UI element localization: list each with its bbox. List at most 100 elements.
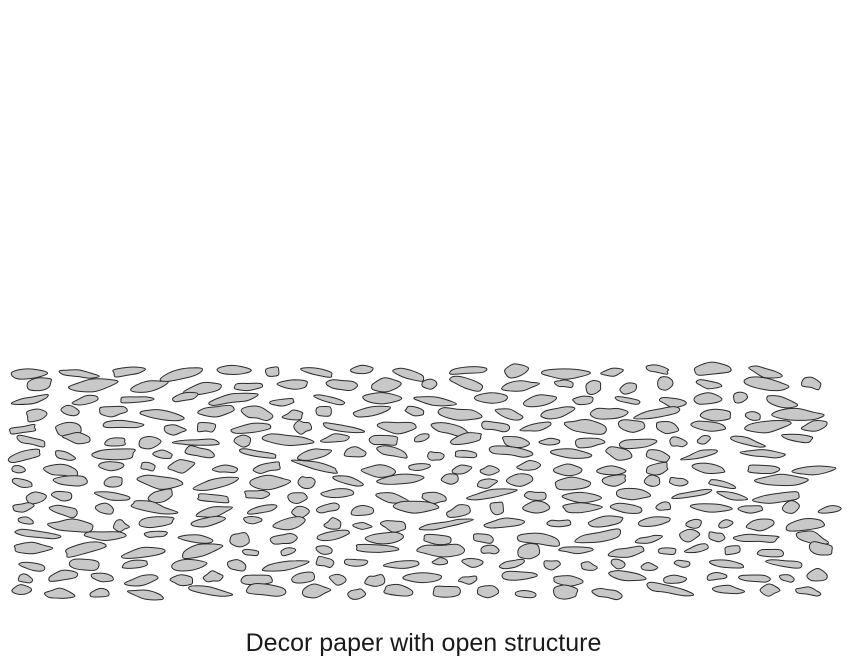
paper-fiber [489,501,505,516]
paper-fiber [11,465,26,474]
paper-fiber [645,461,669,476]
paper-fiber [543,560,561,571]
paper-fiber [709,559,745,569]
paper-fiber [58,369,100,379]
paper-fiber [315,555,335,568]
paper-fiber [177,534,214,544]
paper-fiber [501,380,541,392]
paper-fiber [98,461,125,472]
paper-fiber [323,517,342,530]
paper-fiber [494,408,524,421]
paper-fiber [553,379,574,388]
paper-fiber [558,546,594,555]
paper-fiber [724,545,741,556]
paper-fiber [693,361,732,376]
paper-fiber [431,557,449,566]
paper-fiber [68,378,119,393]
paper-fiber [184,445,215,459]
paper-fiber [587,515,624,528]
paper-fiber [404,405,425,417]
paper-fiber [552,463,583,477]
paper-fiber [738,574,771,583]
paper-fiber [446,504,471,518]
paper-fiber [190,515,227,528]
paper-fiber [505,473,534,487]
paper-fiber [252,461,281,474]
paper-fiber [297,476,316,490]
paper-fiber [683,543,709,554]
paper-fiber [11,584,33,596]
paper-fiber [188,585,234,597]
paper-fiber [130,380,169,393]
paper-fiber [479,465,500,476]
paper-fiber [744,411,761,421]
paper-fiber [759,583,781,597]
fiber-layer [7,361,842,601]
paper-fiber [26,408,48,423]
paper-fiber [729,435,766,448]
paper-fiber [554,476,592,491]
paper-fiber [140,461,156,472]
paper-fiber [216,364,252,376]
paper-fiber [126,589,164,601]
paper-fiber [781,433,814,444]
paper-fiber [379,520,407,533]
paper-fiber [392,367,425,382]
paper-fiber [315,405,332,417]
paper-fiber [136,474,184,490]
paper-fiber [246,504,278,515]
paper-fiber [360,464,396,478]
paper-fiber [522,500,551,514]
paper-fiber [619,382,638,395]
paper-fiber [163,424,187,436]
paper-fiber [488,445,534,458]
paper-fiber [553,584,579,600]
paper-fiber [538,437,561,446]
paper-fiber [645,364,670,375]
paper-fiber [371,377,402,393]
paper-fiber [211,464,239,474]
paper-fiber [68,558,100,571]
paper-fiber [421,378,438,390]
paper-fiber [413,396,457,407]
paper-fiber [226,559,247,572]
paper-fiber [272,516,306,531]
paper-fiber [454,450,478,459]
paper-fiber [416,543,466,558]
paper-fiber [350,504,375,516]
paper-fiber [645,449,671,463]
paper-fiber [91,448,136,461]
paper-fiber [744,420,792,434]
paper-fiber [11,477,33,488]
paper-fiber [244,489,271,500]
paper-fiber [171,391,199,403]
paper-fiber [771,407,825,421]
paper-fiber [646,581,695,597]
paper-fiber [522,394,558,408]
paper-fiber [708,479,737,489]
paper-fiber [472,533,494,544]
paper-fiber [10,393,49,406]
paper-fiber [663,574,688,584]
paper-fiber [17,573,34,584]
paper-fiber [392,500,440,514]
paper-fiber [71,394,99,406]
paper-fiber [139,409,185,422]
paper-fiber [501,570,538,581]
paper-fiber [739,449,786,459]
paper-fiber [352,405,391,418]
paper-fiber [466,488,518,501]
figure-caption: Decor paper with open structure [245,629,602,657]
paper-fiber [699,408,732,422]
paper-fiber [376,445,408,459]
paper-fiber [376,421,417,435]
paper-fiber [476,478,499,489]
paper-fiber [546,519,572,528]
paper-fiber [169,574,194,587]
paper-fiber [319,433,350,443]
paper-fiber [316,529,350,542]
paper-fiber [480,544,500,555]
paper-fiber [196,421,217,433]
paper-fiber [18,561,46,572]
paper-fiber [291,571,316,584]
